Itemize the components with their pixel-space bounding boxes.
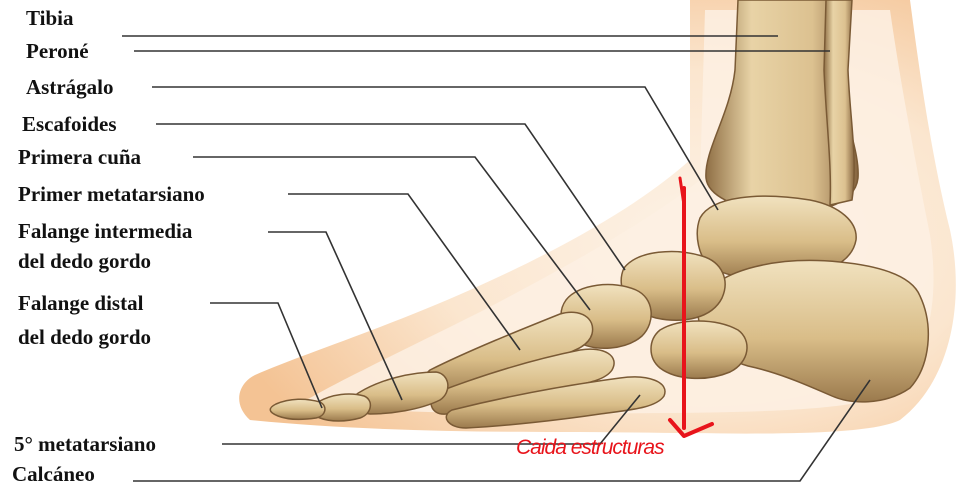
label-perone: Peroné (26, 38, 89, 64)
label-escafoides: Escafoides (22, 109, 117, 139)
label-tibia: Tibia (26, 5, 73, 31)
cuboid-bone (651, 321, 747, 378)
label-calcaneo: Calcáneo (12, 461, 95, 487)
label-quinto-metatarsiano: 5° metatarsiano (14, 429, 156, 459)
label-astragalo: Astrágalo (26, 72, 114, 102)
leader-line-escafoides (156, 124, 625, 270)
label-primer-metatarsiano: Primer metatarsiano (18, 179, 205, 209)
leader-line-astragalo (152, 87, 718, 210)
label-falange-intermedia-line1: Falange intermedia (18, 216, 192, 246)
label-falange-distal-line1: Falange distal (18, 288, 143, 318)
distal-phalanx-bone (270, 399, 325, 419)
label-falange-intermedia-line2: del dedo gordo (18, 246, 151, 276)
label-falange-distal-line2: del dedo gordo (18, 322, 151, 352)
red-annotation-caida-estructuras: Caida estructuras (516, 436, 664, 460)
label-primera-cuna: Primera cuña (18, 142, 141, 172)
